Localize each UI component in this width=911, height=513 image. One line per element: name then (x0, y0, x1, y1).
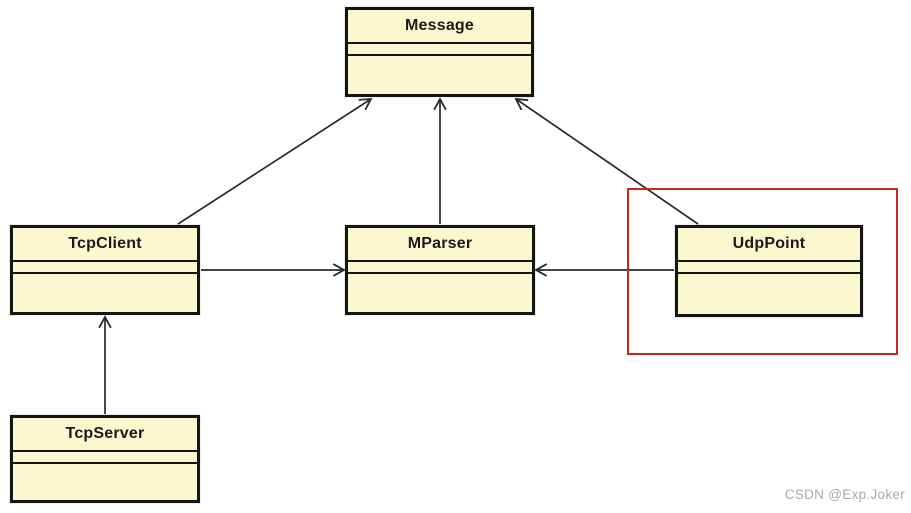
edge-udppoint-to-message (514, 97, 699, 225)
class-name-mparser: MParser (348, 228, 532, 262)
methods-compartment (348, 56, 531, 94)
class-name-tcpclient: TcpClient (13, 228, 197, 262)
class-box-mparser: MParser (345, 225, 535, 315)
class-name-tcpserver: TcpServer (13, 418, 197, 452)
edge-tcpclient-to-message (177, 97, 373, 225)
attributes-compartment (678, 262, 860, 274)
attributes-compartment (348, 44, 531, 56)
attributes-compartment (348, 262, 532, 274)
class-box-udppoint: UdpPoint (675, 225, 863, 317)
attributes-compartment (13, 262, 197, 274)
class-box-tcpserver: TcpServer (10, 415, 200, 503)
methods-compartment (13, 464, 197, 500)
class-name-udppoint: UdpPoint (678, 228, 860, 262)
methods-compartment (348, 274, 532, 312)
class-box-message: Message (345, 7, 534, 97)
methods-compartment (13, 274, 197, 312)
attributes-compartment (13, 452, 197, 464)
watermark-text: CSDN @Exp.Joker (784, 487, 905, 502)
class-box-tcpclient: TcpClient (10, 225, 200, 315)
class-name-message: Message (348, 10, 531, 44)
methods-compartment (678, 274, 860, 314)
